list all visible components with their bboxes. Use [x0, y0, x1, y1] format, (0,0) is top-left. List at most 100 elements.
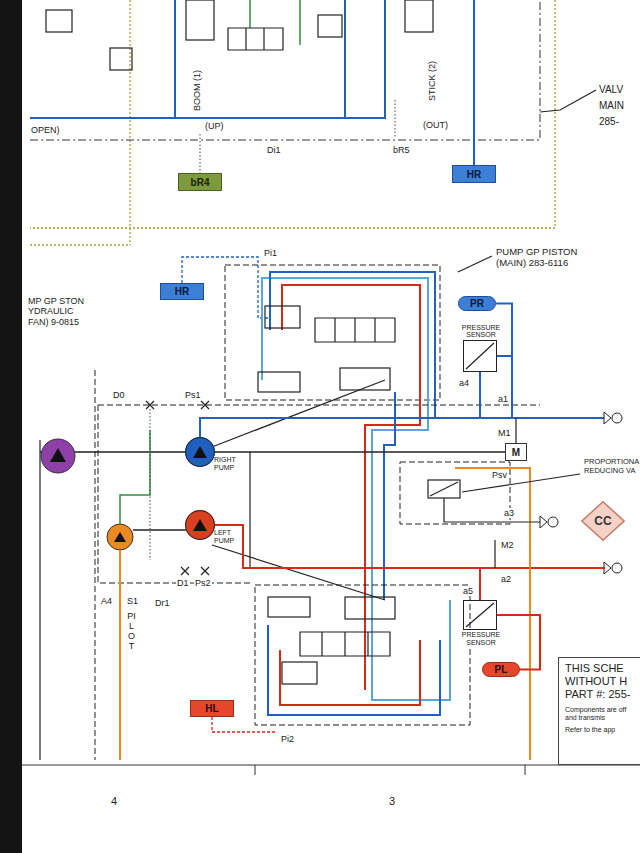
node-label: M [512, 447, 520, 458]
pump-arrow [193, 446, 207, 458]
spool-valve-symbol [300, 632, 390, 656]
pressure-line [270, 272, 435, 418]
valve-symbol [318, 15, 342, 37]
cylinder-symbol [265, 306, 300, 328]
port-label: VALV [598, 84, 624, 96]
port-label: A4 [100, 596, 113, 606]
port-label: a5 [462, 586, 474, 596]
leader-line [458, 256, 492, 272]
pressure-line [262, 278, 450, 700]
port-label: (OUT) [422, 120, 449, 130]
suction-line [120, 430, 150, 524]
drain-line [30, 0, 555, 228]
node-label: PRESSURE SENSOR [459, 631, 503, 646]
port-label: Ps1 [184, 390, 202, 400]
port-label: 285- [598, 116, 620, 128]
cylinder-symbol [345, 597, 395, 619]
drain-line [150, 409, 151, 560]
port-label: M1 [497, 428, 512, 438]
node-label: HR [467, 169, 481, 180]
valve-symbol [110, 48, 132, 70]
signal-tag: HR [452, 165, 496, 183]
grid-axis [22, 765, 640, 775]
sensor-tag: PL [482, 662, 520, 677]
port-label: M2 [500, 540, 515, 550]
photo-bezel [0, 0, 22, 853]
pressure-sensor: PRESSURE SENSOR [463, 600, 497, 630]
regulator-boundary [255, 585, 470, 725]
return-line [30, 0, 385, 118]
pump-symbol: LEFT PUMP [185, 510, 215, 540]
port-label: bR5 [392, 145, 411, 155]
pressure-line [282, 285, 420, 690]
port-label: PUMP GP PISTON (MAIN) 283-6116 [495, 247, 601, 269]
pump-fill [185, 437, 215, 467]
valve-symbol [228, 28, 283, 50]
group-boundary [30, 0, 540, 140]
signal-tag: bR4 [178, 173, 222, 191]
cylinder-symbol [282, 662, 317, 684]
cylinder-symbol [340, 368, 390, 390]
leader-line [462, 474, 580, 492]
port-symbol [612, 563, 622, 573]
motor-box: M [505, 443, 527, 461]
signal-line [473, 0, 475, 165]
pump-arrow [50, 448, 66, 462]
port-label: a4 [458, 378, 470, 388]
port-label: Pi2 [280, 734, 295, 744]
port-label: Psv [491, 470, 508, 480]
valve-symbol [186, 0, 214, 40]
pilot-line [30, 0, 130, 245]
port-label: MP GP STON YDRAULIC FAN) 9-0815 [27, 296, 93, 327]
pressure-line [480, 356, 605, 418]
pilot-line [119, 550, 121, 760]
pump-arrow [114, 532, 126, 542]
port-label: Pi1 [263, 248, 278, 258]
pressure-line [280, 640, 420, 705]
node-label: RIGHT PUMP [214, 456, 238, 471]
fan-line [39, 440, 40, 760]
port-label: D1 [176, 578, 190, 588]
port-label: 4 [110, 795, 118, 808]
pilot-pump-symbol [107, 524, 133, 550]
pump-symbol: RIGHT PUMP [185, 437, 215, 467]
port-label: Di1 [266, 145, 282, 155]
node-label: PL [495, 664, 508, 675]
reducing-valve-symbol [428, 480, 460, 498]
port-symbol [548, 517, 558, 527]
pump-fill [185, 510, 215, 540]
hydraulic-line [200, 372, 480, 437]
signal-tag: HR [160, 283, 204, 300]
port-label: a1 [497, 394, 509, 404]
port-line [495, 418, 516, 568]
node-label: bR4 [191, 177, 210, 188]
cylinder-symbol [258, 372, 300, 392]
rotated-label: BOOM (1) [192, 69, 202, 112]
hydraulic-line [215, 451, 505, 453]
port-label: Dr1 [154, 598, 171, 608]
port-label: 3 [388, 795, 396, 808]
node-label: HR [175, 286, 189, 297]
valve-boundary [400, 462, 510, 524]
port-label: (UP) [204, 121, 225, 131]
pilot-signal-line [200, 100, 395, 173]
node-label: HL [205, 703, 218, 714]
pump-group-boundary [98, 405, 540, 583]
port-label: D0 [112, 390, 126, 400]
note-panel: THIS SCHE WITHOUT H PART #: 255-Componen… [558, 657, 640, 765]
sensor-tag: PR [458, 296, 496, 311]
pilot-line [250, 0, 300, 45]
port-label: OPEN) [30, 125, 61, 135]
signal-tag: HL [190, 700, 234, 717]
spool-valve-symbol [315, 318, 395, 342]
diamond-shape [582, 502, 624, 540]
rotated-label: STICK (2) [427, 60, 437, 102]
vertical-label: PILOT [126, 612, 137, 652]
node-label: Components are off and transmis [565, 706, 638, 724]
fan-group-boundary [95, 370, 96, 760]
pilot-line [444, 498, 540, 522]
pump-arrow [193, 519, 207, 531]
port-label: S1 [126, 596, 139, 606]
